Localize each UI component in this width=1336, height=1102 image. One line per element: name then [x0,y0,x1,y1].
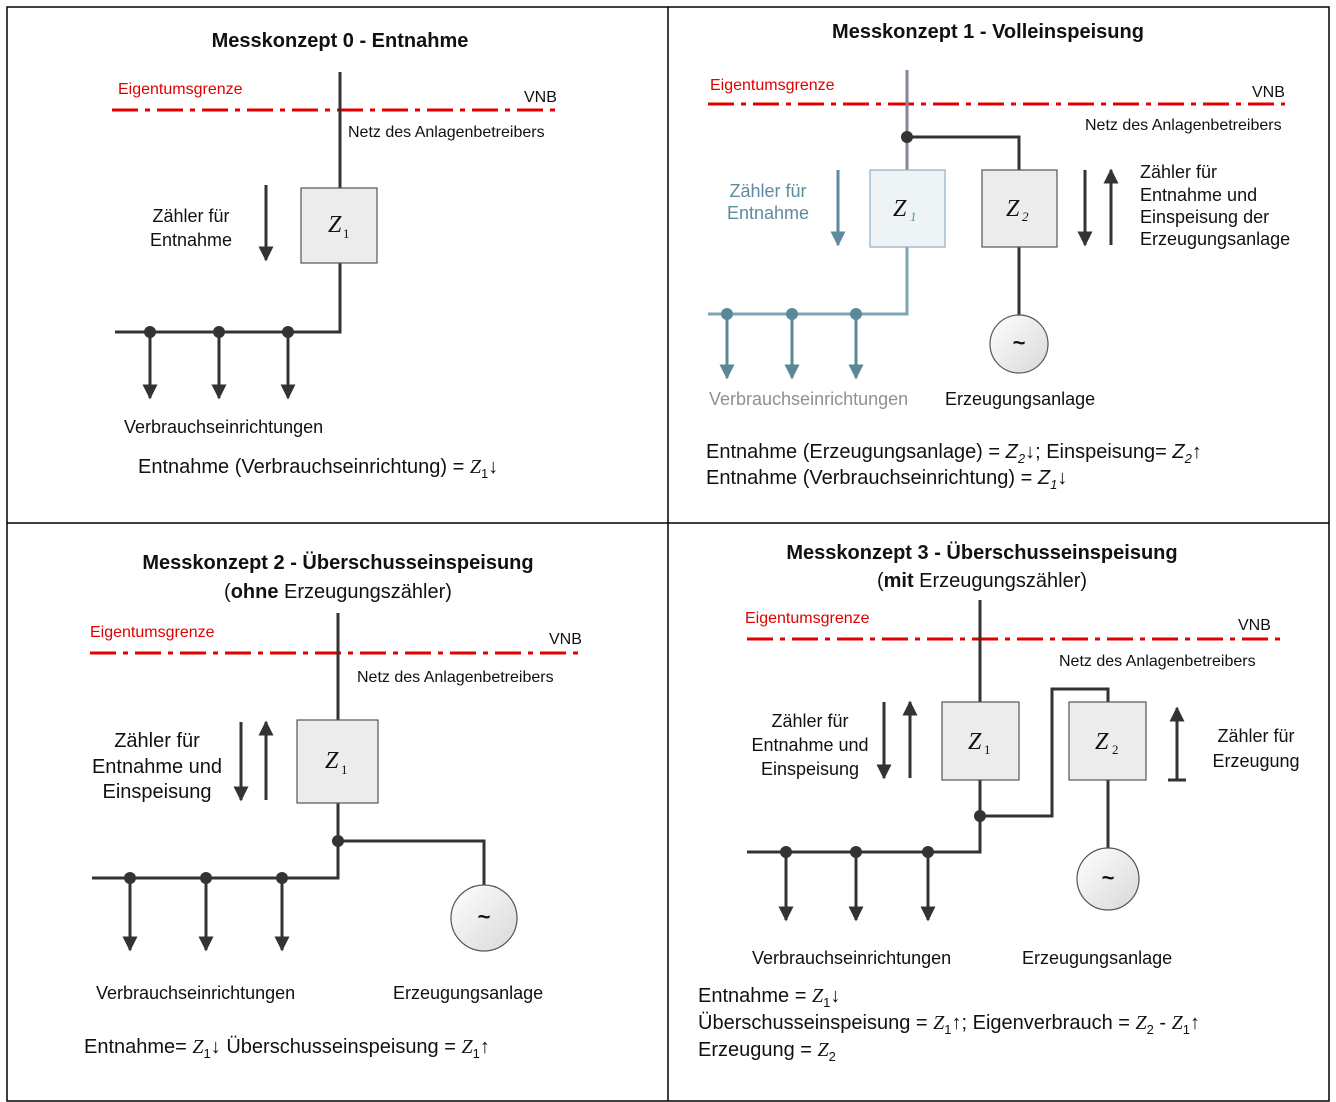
panel-2-junctions [124,835,344,884]
panel-1-title: Messkonzept 1 - Volleinspeisung [832,21,1144,43]
panel-3-generator-symbol: ~ [1102,865,1115,890]
panel-1-z2-letter: Z [1006,196,1020,222]
panel-grid [6,6,1330,1102]
panel-1-meter1-label-1: Zähler für [729,181,806,201]
panel-1-z1-letter: Z [893,196,907,222]
panel-1-generator-symbol: ~ [1013,330,1026,355]
panel-3-z1-letter: Z [968,729,982,755]
panel-2-generator [450,884,518,952]
panel-3-subtitle: (mit Erzeugungszähler) [877,570,1087,592]
panel-messkonzept-2: Messkonzept 2 - Überschusseinspeisung (o… [84,551,585,1061]
panel-0-meter-label-2: Entnahme [150,230,232,250]
panel-3-z2-sub: 2 [1112,742,1119,757]
panel-0-wiring [115,72,342,400]
panel-0-boundary-label: Eigentumsgrenze [118,81,243,98]
panel-0-meter-z1 [300,187,378,264]
panel-1-z2-sub: 2 [1022,209,1029,224]
panel-2-meter-label-3: Einspeisung [103,781,212,803]
panel-1-meter2-label-2: Entnahme und [1140,185,1257,205]
panel-2-title: Messkonzept 2 - Überschusseinspeisung [142,551,533,574]
panel-1-meter2-label-3: Einspeisung der [1140,207,1269,227]
panel-1-meter2-label-1: Zähler für [1140,162,1217,182]
panel-1-formula-2: Entnahme (Verbrauchseinrichtung) = Z1↓ [706,467,1067,492]
panel-3-meter-z1 [941,701,1020,781]
panel-3-z2-letter: Z [1095,729,1109,755]
panel-2-meter-label-1: Zähler für [114,730,200,752]
panel-1-generator-label: Erzeugungsanlage [945,389,1095,409]
panel-3-netz-label: Netz des Anlagenbetreibers [1059,653,1256,670]
panel-3-meter1-label-3: Einspeisung [761,759,859,779]
panel-3-title: Messkonzept 3 - Überschusseinspeisung [786,541,1177,564]
panel-messkonzept-3: Messkonzept 3 - Überschusseinspeisung (m… [698,541,1300,1064]
panel-3-wiring [747,600,1186,922]
panel-1-formula-1: Entnahme (Erzeugungsanlage) = Z2↓; Einsp… [706,441,1202,466]
panel-1-meter2-label-4: Erzeugungsanlage [1140,229,1290,249]
panel-2-generator-label: Erzeugungsanlage [393,983,543,1003]
panel-3-formula-1: Entnahme = Z1↓ [698,985,840,1010]
panel-2-subtitle: (ohne Erzeugungszähler) [224,581,452,603]
panel-3-meter1-label-1: Zähler für [771,711,848,731]
panel-messkonzept-0: Messkonzept 0 - Entnahme Eigentumsgrenze… [112,30,562,481]
panel-1-netz-label: Netz des Anlagenbetreibers [1085,117,1282,134]
panel-3-generator [1076,847,1140,911]
panel-3-meter2-label-2: Erzeugung [1212,751,1299,771]
panel-3-z1-sub: 1 [984,742,991,757]
panel-2-formula: Entnahme= Z1↓ Überschusseinspeisung = Z1… [84,1036,490,1061]
panel-3-consumers-label: Verbrauchseinrichtungen [752,948,951,968]
panel-3-boundary-label: Eigentumsgrenze [745,610,870,627]
panel-0-netz-label: Netz des Anlagenbetreibers [348,124,545,141]
panel-1-boundary-label: Eigentumsgrenze [710,77,835,94]
panel-2-netz-label: Netz des Anlagenbetreibers [357,669,554,686]
panel-3-meter-z2 [1068,701,1147,781]
panel-0-title: Messkonzept 0 - Entnahme [212,30,469,52]
panel-1-z1-sub: 1 [910,209,917,224]
panel-3-formula-3: Erzeugung = Z2 [698,1039,836,1064]
panel-1-junctions [721,131,913,320]
panel-0-consumers-label: Verbrauchseinrichtungen [124,417,323,437]
panel-1-meter1-label-2: Entnahme [727,203,809,223]
panel-3-meter1-label-2: Entnahme und [751,735,868,755]
panel-0-z1-letter: Z [328,212,342,238]
panel-2-consumers-label: Verbrauchseinrichtungen [96,983,295,1003]
panel-1-meter-z2 [981,169,1058,248]
panel-messkonzept-1: Messkonzept 1 - Volleinspeisung Eigentum… [706,21,1290,492]
panel-3-meter2-label-1: Zähler für [1217,726,1294,746]
panel-2-z1-sub: 1 [341,762,348,777]
panel-2-wiring [92,613,486,952]
panel-1-consumers-label: Verbrauchseinrichtungen [709,389,908,409]
panel-1-wiring [708,70,1119,380]
panel-0-junctions [144,326,294,338]
panel-2-generator-symbol: ~ [478,904,491,929]
panel-0-vnb-label: VNB [524,89,557,106]
panel-0-z1-sub: 1 [343,226,350,241]
panel-2-meter-label-2: Entnahme und [92,756,222,778]
panel-2-boundary-label: Eigentumsgrenze [90,624,215,641]
panel-3-generator-label: Erzeugungsanlage [1022,948,1172,968]
panel-1-vnb-label: VNB [1252,84,1285,101]
panel-2-vnb-label: VNB [549,631,582,648]
panel-0-meter-label-1: Zähler für [152,206,229,226]
panel-1-meter-z1 [869,169,946,248]
panel-0-formula: Entnahme (Verbrauchseinrichtung) = Z1↓ [138,456,498,481]
panel-3-formula-2: Überschusseinspeisung = Z1↑; Eigenverbra… [698,1012,1200,1037]
panel-3-vnb-label: VNB [1238,617,1271,634]
panel-2-meter-z1 [296,719,379,804]
panel-2-z1-letter: Z [325,748,339,774]
panel-1-generator [989,314,1049,374]
panel-3-junctions [780,810,986,858]
